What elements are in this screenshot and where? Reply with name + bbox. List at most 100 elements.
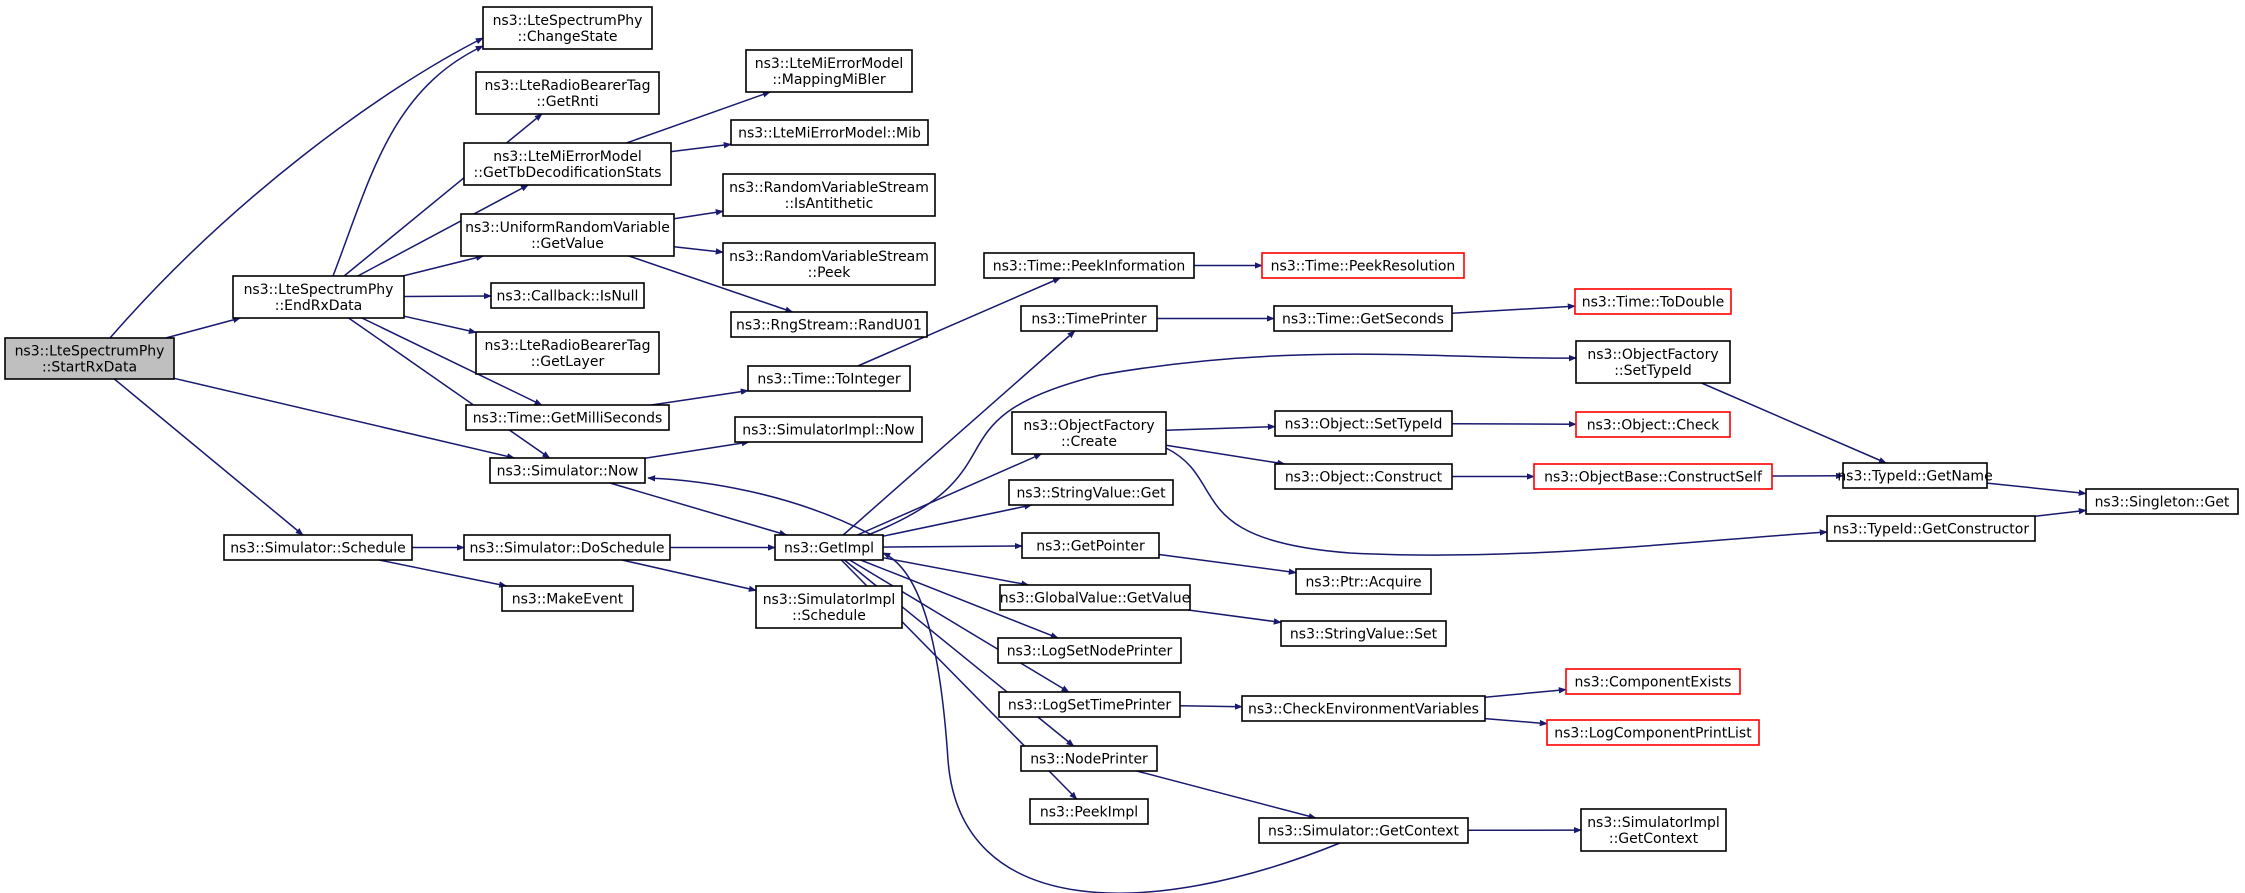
node-strGet[interactable]: ns3::StringValue::Get	[1008, 479, 1174, 506]
node-box	[463, 534, 671, 561]
node-getRnti[interactable]: ns3::LteRadioBearerTag::GetRnti	[475, 71, 660, 115]
node-gvGetValue[interactable]: ns3::GlobalValue::GetValue	[999, 584, 1191, 611]
node-box	[730, 119, 929, 146]
node-ofSetTypeId[interactable]: ns3::ObjectFactory::SetTypeId	[1575, 340, 1731, 384]
node-endRx[interactable]: ns3::LteSpectrumPhy::EndRxData	[232, 275, 405, 319]
node-changeState[interactable]: ns3::LteSpectrumPhy::ChangeState	[482, 6, 653, 50]
node-label: ns3::GetPointer	[1036, 539, 1145, 555]
node-timePrinter[interactable]: ns3::TimePrinter	[1020, 305, 1158, 332]
edge-toInteger-to-peekInfo	[857, 277, 1061, 367]
edge-endRx-to-getMilli	[361, 317, 543, 406]
node-peek[interactable]: ns3::RandomVariableStream::Peek	[722, 242, 936, 286]
node-box	[1580, 808, 1727, 852]
node-constructSelf[interactable]: ns3::ObjectBase::ConstructSelf	[1533, 463, 1773, 490]
node-typeIdGetName[interactable]: ns3::TypeId::GetName	[1837, 462, 1993, 489]
node-getImpl[interactable]: ns3::GetImpl	[774, 534, 884, 561]
node-getPointer[interactable]: ns3::GetPointer	[1021, 532, 1160, 559]
node-label: ::GetRnti	[536, 94, 598, 110]
node-box	[482, 6, 653, 50]
edge-checkEnv-to-compExists	[1484, 687, 1567, 698]
node-checkEnv[interactable]: ns3::CheckEnvironmentVariables	[1241, 695, 1486, 722]
node-label: ::EndRxData	[275, 298, 362, 314]
node-label: ns3::TypeId::GetConstructor	[1833, 522, 2029, 538]
node-makeEvent[interactable]: ns3::MakeEvent	[501, 585, 634, 612]
node-label: ns3::StringValue::Get	[1016, 486, 1166, 502]
node-objSetTypeId[interactable]: ns3::Object::SetTypeId	[1274, 410, 1453, 437]
node-box	[475, 331, 660, 375]
node-randU01[interactable]: ns3::RngStream::RandU01	[730, 311, 928, 338]
node-doSchedule[interactable]: ns3::Simulator::DoSchedule	[463, 534, 671, 561]
node-label: ns3::GlobalValue::GetValue	[1000, 591, 1190, 607]
node-startRx[interactable]: ns3::LteSpectrumPhy::StartRxData	[4, 337, 175, 380]
node-peekImpl[interactable]: ns3::PeekImpl	[1029, 798, 1149, 825]
edge-endRx-to-getLayer	[403, 315, 477, 334]
node-isAntithetic[interactable]: ns3::RandomVariableStream::IsAntithetic	[722, 173, 936, 217]
node-box	[490, 282, 645, 309]
node-label: ::GetContext	[1609, 831, 1699, 847]
node-typeIdGetCtor[interactable]: ns3::TypeId::GetConstructor	[1826, 515, 2036, 542]
node-label: ns3::Simulator::Now	[497, 464, 639, 480]
node-box	[1565, 668, 1741, 695]
edge-endRx-to-simNow	[348, 317, 551, 459]
edge-endRx-to-getRnti	[343, 113, 543, 277]
node-mappingMiBler[interactable]: ns3::LteMiErrorModel::MappingMiBler	[745, 49, 913, 93]
node-peekInfo[interactable]: ns3::Time::PeekInformation	[983, 252, 1195, 279]
node-simImplNow[interactable]: ns3::SimulatorImpl::Now	[734, 416, 923, 443]
node-isNull[interactable]: ns3::Callback::IsNull	[490, 282, 645, 309]
node-label: ns3::LogSetTimePrinter	[1008, 698, 1172, 714]
node-ofCreate[interactable]: ns3::ObjectFactory::Create	[1011, 411, 1167, 455]
edge-simNow-to-simImplNow	[644, 439, 750, 460]
node-singletonGet[interactable]: ns3::Singleton::Get	[2085, 488, 2239, 515]
node-logSetTime[interactable]: ns3::LogSetTimePrinter	[998, 691, 1181, 718]
edge-startRx-to-schedule	[113, 378, 304, 536]
node-toDouble[interactable]: ns3::Time::ToDouble	[1574, 288, 1732, 315]
node-label: ns3::LteMiErrorModel	[493, 149, 642, 165]
node-box	[734, 416, 923, 443]
edge-getImpl-to-gvGetValue	[882, 556, 1030, 587]
node-box	[489, 457, 646, 484]
node-simImplSchedule[interactable]: ns3::SimulatorImpl::Schedule	[755, 585, 903, 629]
node-logCompPrint[interactable]: ns3::LogComponentPrintList	[1546, 719, 1760, 746]
edge-getImpl-to-ofCreate	[857, 453, 1043, 536]
node-label: ns3::SimulatorImpl	[763, 592, 896, 608]
node-label: ::MappingMiBler	[772, 72, 886, 88]
node-getMilli[interactable]: ns3::Time::GetMilliSeconds	[465, 404, 670, 431]
node-simGetContext[interactable]: ns3::Simulator::GetContext	[1258, 817, 1469, 844]
edge-ofSetTypeId-to-typeIdGetName	[1701, 382, 1887, 464]
node-toInteger[interactable]: ns3::Time::ToInteger	[747, 365, 911, 392]
node-box	[4, 337, 175, 380]
node-box	[1020, 745, 1158, 772]
node-label: ns3::LteRadioBearerTag	[484, 338, 650, 354]
node-schedule[interactable]: ns3::Simulator::Schedule	[223, 534, 413, 561]
node-box	[1274, 410, 1453, 437]
node-nodePrinter[interactable]: ns3::NodePrinter	[1020, 745, 1158, 772]
node-ptrAcquire[interactable]: ns3::Ptr::Acquire	[1295, 568, 1432, 595]
node-label: ns3::Object::SetTypeId	[1285, 417, 1443, 433]
node-simImplGetContext[interactable]: ns3::SimulatorImpl::GetContext	[1580, 808, 1727, 852]
edge-startRx-to-endRx	[165, 316, 242, 339]
node-label: ns3::CheckEnvironmentVariables	[1248, 702, 1479, 718]
node-logSetNode[interactable]: ns3::LogSetNodePrinter	[997, 637, 1182, 664]
node-label: ns3::Time::GetSeconds	[1282, 312, 1444, 328]
node-label: ns3::Simulator::DoSchedule	[470, 541, 665, 557]
node-box	[1008, 479, 1174, 506]
node-strSet[interactable]: ns3::StringValue::Set	[1280, 620, 1447, 647]
node-label: ::Peek	[808, 265, 852, 281]
edge-typeIdGetName-to-singletonGet	[1986, 482, 2087, 496]
node-uniGetValue[interactable]: ns3::UniformRandomVariable::GetValue	[460, 213, 675, 257]
node-compExists[interactable]: ns3::ComponentExists	[1565, 668, 1741, 695]
node-simNow[interactable]: ns3::Simulator::Now	[489, 457, 646, 484]
node-peekRes[interactable]: ns3::Time::PeekResolution	[1261, 252, 1465, 279]
node-label: ns3::ObjectBase::ConstructSelf	[1544, 470, 1763, 486]
node-label: ns3::ComponentExists	[1575, 675, 1732, 691]
node-getLayer[interactable]: ns3::LteRadioBearerTag::GetLayer	[475, 331, 660, 375]
node-objCheck[interactable]: ns3::Object::Check	[1575, 411, 1731, 438]
node-getSeconds[interactable]: ns3::Time::GetSeconds	[1273, 305, 1453, 332]
node-label: ns3::SimulatorImpl	[1587, 815, 1720, 831]
node-box	[2085, 488, 2239, 515]
edge-endRx-to-uniGetValue	[402, 254, 484, 277]
node-getTbDec[interactable]: ns3::LteMiErrorModel::GetTbDecodificatio…	[463, 142, 672, 186]
edge-schedule-to-makeEvent	[379, 559, 508, 588]
node-mib[interactable]: ns3::LteMiErrorModel::Mib	[730, 119, 929, 146]
node-objConstruct[interactable]: ns3::Object::Construct	[1274, 463, 1453, 490]
